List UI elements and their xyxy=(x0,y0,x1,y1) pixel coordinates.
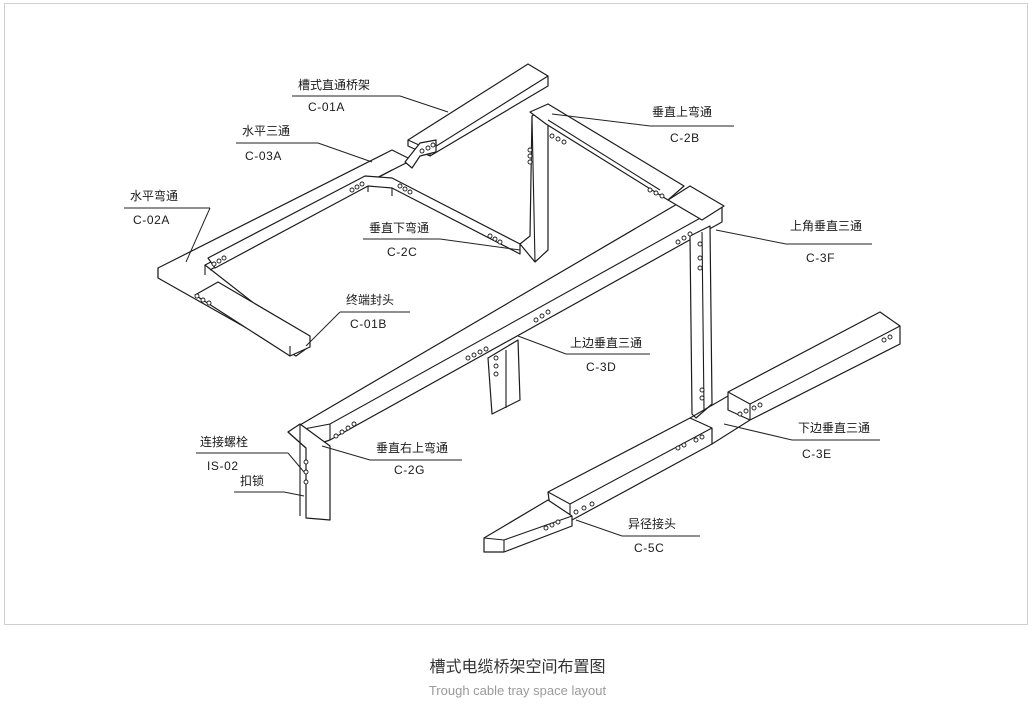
callout-name: 水平弯通 xyxy=(130,188,178,203)
callout-code: C-01A xyxy=(308,100,345,114)
callout-name: 槽式直通桥架 xyxy=(298,78,370,92)
callout-name: 垂直上弯通 xyxy=(652,104,712,119)
callout-name: 扣锁 xyxy=(240,473,264,488)
callout-code: C-03A xyxy=(245,149,282,163)
callout-code: C-01B xyxy=(350,317,387,331)
callout-code: C-2G xyxy=(394,463,425,477)
callout-c03a: 水平三通 C-03A xyxy=(236,124,373,163)
callout-is02: 连接螺栓 IS-02 xyxy=(196,434,305,473)
callout-name: 终端封头 xyxy=(346,292,394,307)
callout-name: 上边垂直三通 xyxy=(570,336,642,350)
callout-c3d: 上边垂直三通 C-3D xyxy=(517,335,650,374)
callout-c01a: 槽式直通桥架 C-01A xyxy=(292,78,449,114)
upper-left-tray-assembly xyxy=(157,63,685,357)
callout-code: C-3F xyxy=(806,251,835,265)
callout-name: 上角垂直三通 xyxy=(790,219,862,233)
callout-name: 异径接头 xyxy=(628,516,676,531)
callout-c02a: 水平弯通 C-02A xyxy=(124,188,211,263)
callout-code: C-2C xyxy=(387,245,417,259)
callout-c5c: 异径接头 C-5C xyxy=(575,516,700,555)
callout-name: 水平三通 xyxy=(242,124,290,138)
callout-code: IS-02 xyxy=(207,459,239,473)
callout-code: C-2B xyxy=(670,131,700,145)
callout-code: C-02A xyxy=(133,213,170,227)
holes-main xyxy=(303,231,705,485)
caption-title: 槽式电缆桥架空间布置图 xyxy=(429,657,606,676)
callout-c2c: 垂直下弯通 C-2C xyxy=(363,220,521,259)
callout-name: 垂直下弯通 xyxy=(369,220,429,235)
callout-c01b: 终端封头 C-01B xyxy=(305,292,410,347)
callout-name: 连接螺栓 xyxy=(200,434,248,449)
callout-name: 垂直右上弯通 xyxy=(376,440,448,455)
callout-name: 下边垂直三通 xyxy=(798,421,870,435)
callout-code: C-3D xyxy=(586,360,616,374)
callout-c2g: 垂直右上弯通 C-2G xyxy=(321,440,462,477)
holes-upper xyxy=(194,133,665,306)
cable-tray-diagram: 槽式直通桥架 C-01A 水平三通 C-03A 水平弯通 C-02A 垂直下弯通… xyxy=(124,63,901,555)
callout-c3f: 上角垂直三通 C-3F xyxy=(715,219,872,265)
callout-c2b: 垂直上弯通 C-2B xyxy=(551,104,734,145)
callout-code: C-5C xyxy=(634,541,664,555)
caption-subtitle: Trough cable tray space layout xyxy=(428,683,607,698)
lower-diagonal-tray xyxy=(483,311,901,553)
callout-lock: 扣锁 xyxy=(234,473,305,497)
holes-lower xyxy=(543,334,893,531)
callout-c3e: 下边垂直三通 C-3E xyxy=(723,421,880,461)
callout-code: C-3E xyxy=(802,447,832,461)
